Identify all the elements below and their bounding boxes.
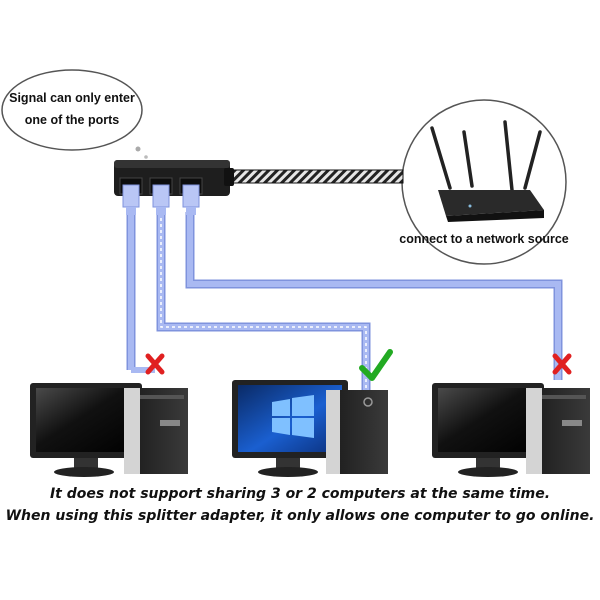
caption-line-1: It does not support sharing 3 or 2 compu… <box>49 486 551 502</box>
lan-cable-left <box>126 212 155 373</box>
lan-cable-middle <box>156 212 371 392</box>
lan-cable-right <box>185 212 563 380</box>
computer-left <box>30 383 188 477</box>
caption-line-2: When using this splitter adapter, it onl… <box>5 508 595 524</box>
red-x-icon <box>145 353 165 375</box>
callout-line-1: Signal can only enter <box>9 91 135 105</box>
router-label: connect to a network source <box>399 232 569 246</box>
router-bubble: connect to a network source <box>399 99 569 265</box>
callout-line-2: one of the ports <box>25 113 119 127</box>
green-check-icon <box>359 349 393 381</box>
monitor-screen <box>36 388 136 452</box>
monitor-screen <box>438 388 538 452</box>
computer-right <box>432 383 590 477</box>
computer-middle <box>232 380 388 477</box>
windows-logo-icon <box>272 395 314 438</box>
braided-cable <box>227 169 404 184</box>
rj45-plug-middle <box>152 184 170 215</box>
router-icon <box>430 120 544 222</box>
rj45-plug-right <box>182 184 200 215</box>
callout-bubble: Signal can only enter one of the ports <box>1 69 143 151</box>
callout-dots <box>135 146 148 159</box>
red-x-icon <box>552 353 572 375</box>
rj45-plug-left <box>122 184 140 215</box>
